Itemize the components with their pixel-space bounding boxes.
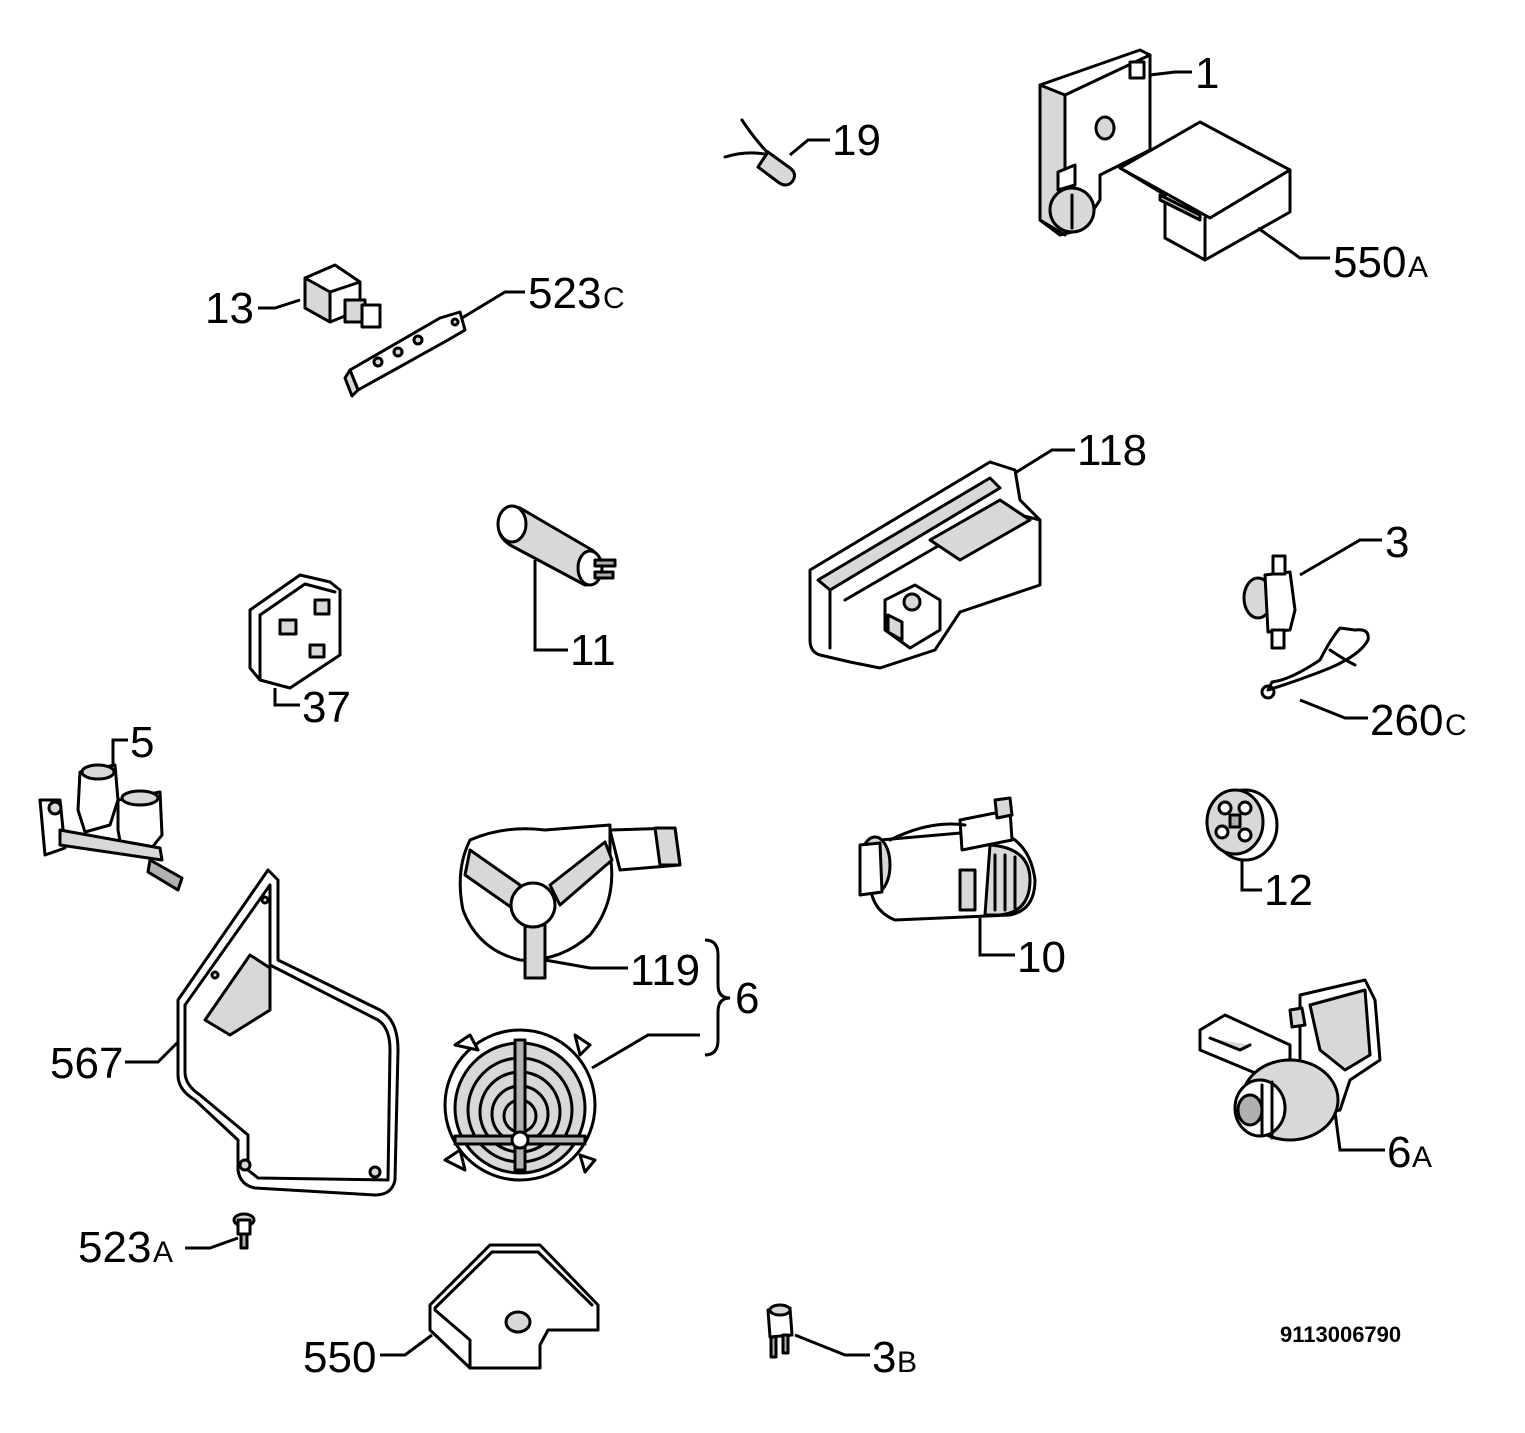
clip-icon xyxy=(1260,626,1370,700)
part-label-260: 260 xyxy=(1370,696,1443,745)
knob-icon xyxy=(1205,788,1279,862)
part-label-550b: 550 xyxy=(303,1333,376,1382)
pump-housing-icon xyxy=(458,823,682,980)
part-label-6a: 6 xyxy=(1387,1128,1411,1177)
bracket-icon xyxy=(343,310,467,398)
part-label-37: 37 xyxy=(302,683,351,732)
part-label-260-suffix: C xyxy=(1445,709,1467,742)
part-label-119: 119 xyxy=(630,946,700,995)
part-label-6: 6 xyxy=(735,974,759,1023)
part-label-6a-suffix: A xyxy=(1412,1141,1432,1174)
part-label-523: 523 xyxy=(528,269,601,318)
drain-pump-icon xyxy=(1198,978,1382,1142)
part-label-3b: 3 xyxy=(872,1333,896,1382)
water-valve-icon xyxy=(38,763,184,892)
brace-icon xyxy=(704,938,731,1057)
part-label-3b-suffix: B xyxy=(897,1346,917,1379)
part-label-567: 567 xyxy=(50,1039,123,1088)
document-number: 9113006790 xyxy=(1280,1322,1401,1347)
connector-icon xyxy=(766,1303,794,1359)
part-label-523a-suffix: A xyxy=(153,1236,173,1269)
fan-housing-icon xyxy=(443,1028,597,1182)
detergent-dispenser-icon xyxy=(808,460,1042,670)
pressure-switch-icon xyxy=(1242,554,1297,650)
part-label-3: 3 xyxy=(1385,518,1409,567)
part-label-11: 11 xyxy=(570,626,616,675)
filter-icon xyxy=(248,573,342,690)
box-cover-icon xyxy=(1118,120,1292,262)
capacitor-small-icon xyxy=(723,118,797,187)
heater-icon xyxy=(858,796,1037,922)
part-label-523-suffix: C xyxy=(603,282,625,315)
timer-motor-icon xyxy=(1038,48,1152,237)
shield-plate-icon xyxy=(176,868,400,1197)
part-label-12: 12 xyxy=(1264,866,1313,915)
switch-icon xyxy=(303,263,382,329)
part-label-19: 19 xyxy=(832,116,881,165)
part-label-10: 10 xyxy=(1017,933,1066,982)
part-label-550: 550 xyxy=(1333,238,1406,287)
part-label-1: 1 xyxy=(1195,49,1219,98)
part-label-118: 118 xyxy=(1077,426,1147,475)
capacitor-icon xyxy=(496,504,617,587)
part-label-5: 5 xyxy=(130,718,154,767)
screw-icon xyxy=(232,1212,256,1250)
part-label-13: 13 xyxy=(205,284,254,333)
cover-icon xyxy=(428,1243,600,1370)
part-label-523a: 523 xyxy=(78,1223,151,1272)
part-label-550-suffix: A xyxy=(1408,251,1428,284)
